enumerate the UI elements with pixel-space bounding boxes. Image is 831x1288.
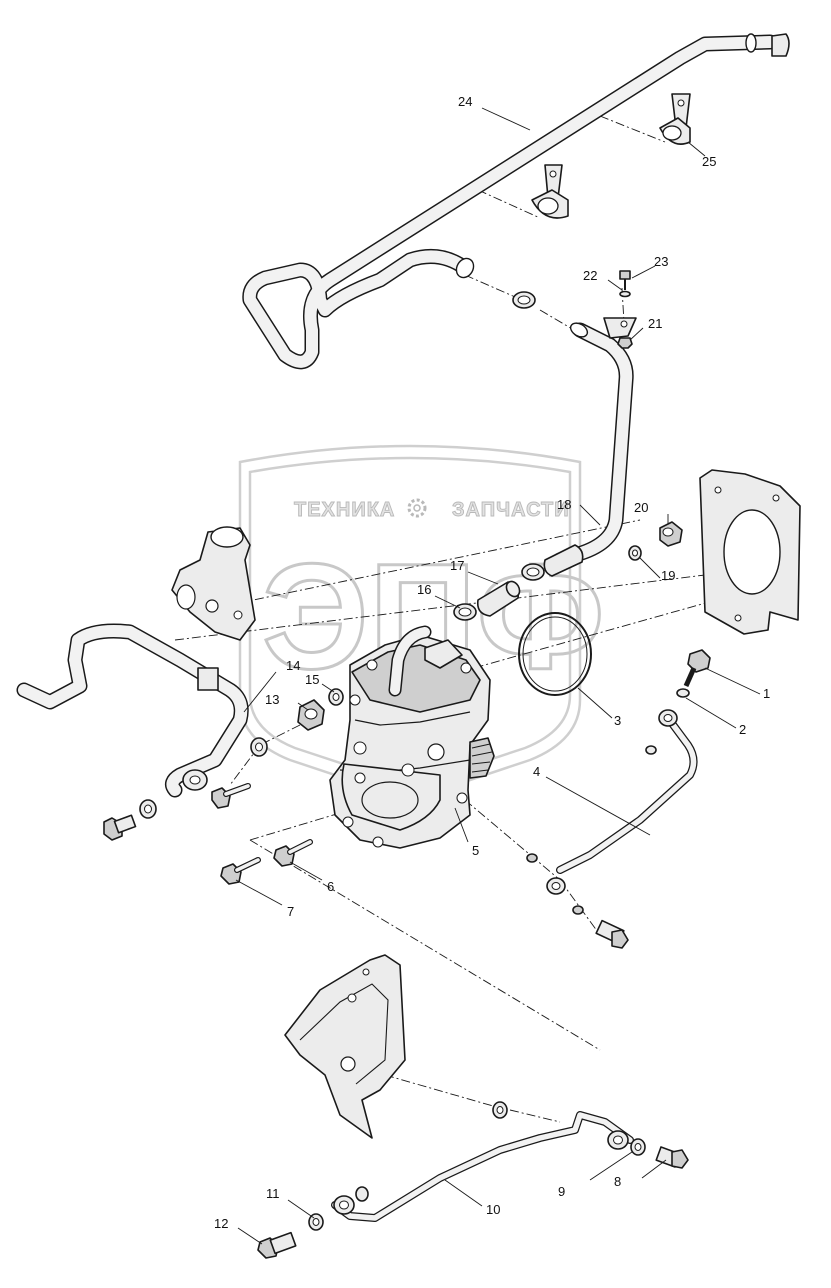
part-21-nut [617, 337, 633, 349]
part-17-hose [476, 580, 521, 617]
part-9-washer [630, 1138, 646, 1156]
lower-bracket [284, 954, 406, 1139]
part-5-compressor [329, 625, 495, 849]
callout-17: 17 [450, 558, 464, 573]
callout-3: 3 [614, 713, 621, 728]
part-2-washer [645, 688, 690, 755]
part-19-washer [628, 545, 642, 561]
part-6-bolt [273, 839, 313, 867]
part-12-banjo-bolt [257, 1231, 297, 1259]
part-8-banjo-bolt [655, 1146, 689, 1169]
callout-6: 6 [327, 879, 334, 894]
banjo-washer-left [139, 737, 268, 819]
callout-21: 21 [648, 316, 662, 331]
callout-12: 12 [214, 1216, 228, 1231]
hose-clamp-mid [521, 563, 545, 581]
part-10-pipe [331, 1111, 634, 1222]
callout-18: 18 [557, 497, 571, 512]
part-16-clamp [453, 603, 477, 621]
part-20-plug [659, 521, 683, 547]
part-15-washer [328, 688, 344, 706]
callout-15: 15 [305, 672, 319, 687]
callout-24: 24 [458, 94, 472, 109]
part-3-o-ring [518, 612, 592, 696]
banjo-bolt-left [103, 814, 137, 841]
callout-13: 13 [265, 692, 279, 707]
watermark-right-word: ЗАПЧАСТИ [452, 499, 570, 521]
part-7-bolt [220, 857, 261, 885]
part-1-bolt [683, 649, 711, 688]
hose-end-18 [543, 544, 584, 577]
callout-labels: 1 2 3 4 5 6 7 8 9 10 11 12 13 14 15 16 1… [214, 94, 770, 1231]
part-25-clamp-second [531, 164, 569, 219]
callout-1: 1 [763, 686, 770, 701]
callout-19: 19 [661, 568, 675, 583]
flange-plate [699, 469, 801, 635]
o-ring-small [526, 853, 584, 915]
hose-clamp-upper [512, 291, 536, 309]
callout-14: 14 [286, 658, 300, 673]
watermark-left-word: ТЕХНИКА [294, 499, 395, 521]
part-22-washer [619, 290, 631, 298]
callout-22: 22 [583, 268, 597, 283]
part-14-pipe [16, 623, 249, 798]
callout-23: 23 [654, 254, 668, 269]
callout-16: 16 [417, 582, 431, 597]
callout-4: 4 [533, 764, 540, 779]
callout-9: 9 [558, 1184, 565, 1199]
part-25-clamp [659, 93, 691, 145]
part-11-washer [308, 1213, 324, 1231]
washer-lower-mid [355, 1101, 508, 1202]
callout-5: 5 [472, 843, 479, 858]
leader-lines [235, 107, 761, 1245]
part-23-bolt [619, 270, 631, 290]
coolant-housing [171, 526, 256, 641]
part-13-fitting [297, 699, 325, 731]
callout-7: 7 [287, 904, 294, 919]
bolt-left-mid [211, 783, 251, 809]
part-18-pipe [552, 317, 637, 568]
part-24-intake-pipe [242, 33, 790, 370]
callout-11: 11 [266, 1186, 280, 1201]
callout-2: 2 [739, 722, 746, 737]
part-4-pipe [546, 709, 698, 895]
callout-20: 20 [634, 500, 648, 515]
pipe-4-bolt [595, 919, 629, 949]
callout-8: 8 [614, 1174, 621, 1189]
callout-25: 25 [702, 154, 716, 169]
gear-icon [407, 498, 427, 518]
callout-10: 10 [486, 1202, 500, 1217]
